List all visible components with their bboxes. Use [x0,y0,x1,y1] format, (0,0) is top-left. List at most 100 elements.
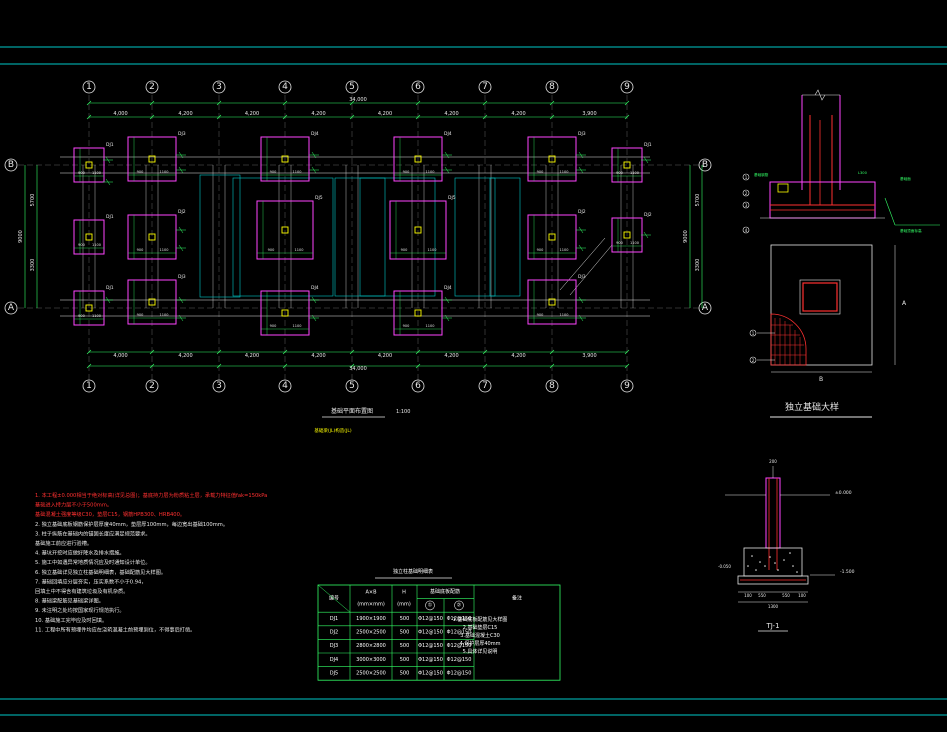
sec-dim-2: 550 [782,593,790,598]
footing-dim: 900 [403,170,410,174]
grid-bubble-5: 5 [345,379,359,393]
table-remark: 1.基础底板配筋见大样图 [453,616,508,623]
footing-tag: DJ2 [578,209,586,215]
table-cell: 2500×2500 [356,670,386,676]
plan-callout-1: 1 [752,331,755,336]
overall-dim-bottom: 34,000 [349,366,367,372]
side-dim-part: 5700 [30,194,36,207]
footing-tag: DJ1 [106,285,114,291]
grid-bubble-3: 3 [212,379,226,393]
note-line: 4. 基坑开挖时应做好降水及排水措施。 [35,549,125,557]
svg-text:1: 1 [86,381,92,391]
svg-text:2: 2 [149,82,155,92]
svg-text:1: 1 [86,82,92,92]
th-code: 编号 [329,595,339,602]
th-size-unit: (mm×mm) [357,602,385,608]
bay-dim-bottom: 4,200 [178,353,192,359]
footing-dim: 900 [537,170,544,174]
footing-tag: DJ3 [578,274,586,280]
bay-dim-top: 4,200 [378,111,392,117]
note-line: 3. 柱子纵筋在基础内的锚固长度应满足规范要求。 [35,529,151,537]
grid-bubble-A: A [4,301,18,315]
svg-text:3: 3 [216,82,222,92]
bay-dim-bottom: 4,000 [113,353,127,359]
table-cell: Φ12@150 [418,657,443,663]
table-cell: DJ2 [330,630,339,636]
footing-dim: 1100 [92,314,101,318]
note-line: 7. 基础回填应分层夯实，压实系数不小于0.94， [35,577,147,585]
th-rebar: 基础底板配筋 [430,588,460,595]
note-line: 9. 未注明之处均按国家现行规范执行。 [35,606,125,614]
note-line: 2. 独立基础底板钢筋保护层厚度40mm，垫层厚100mm，每边宽出基础100m… [35,520,228,528]
plan-scale: 1:100 [396,409,410,415]
footing-tag: DJ4 [311,285,319,291]
grid-bubble-2: 2 [145,80,159,94]
section-tj1: ±0.000 -1.500 -0.050 100 550 550 100 130… [718,459,855,632]
note-line: 10. 基础施工完毕应及时回填。 [35,616,107,624]
footing-dim: 1100 [295,248,304,252]
side-dim-total: 9000 [18,230,24,243]
svg-text:7: 7 [482,381,488,391]
callout-3: 3 [745,203,748,208]
table-title: 独立柱基础明细表 [393,568,433,575]
note-line: 6. 独立基础详见独立柱基础明细表，基础配筋见大样图。 [35,568,166,576]
footing-dim: 900 [268,248,275,252]
table-cell: DJ3 [330,643,339,649]
table-cell: Φ12@150 [418,630,443,636]
grid-bubble-7: 7 [478,379,492,393]
footing-dim: 1100 [293,324,302,328]
footing-dim: 900 [270,324,277,328]
side-dim-part: 3300 [695,259,701,272]
table-cell: Φ12@150 [418,616,443,622]
svg-text:B: B [8,160,14,170]
section-title: TJ-1 [765,622,779,630]
annotation-l300: L300 [858,171,868,175]
note-line: 8. 基础梁配筋见基础梁详图。 [35,597,104,605]
footing-dim: 900 [270,170,277,174]
note-line: 基础混凝土强度等级C30，垫层C15，钢筋HPB300、HRB400。 [35,510,185,518]
table-cell: DJ1 [330,616,339,622]
table-cell: 500 [400,670,410,676]
level-1: -1.500 [840,569,855,575]
bay-dim-bottom: 4,200 [311,353,325,359]
th-h-unit: (mm) [397,602,411,608]
footing-tag: DJ2 [644,212,652,218]
svg-text:8: 8 [549,82,555,92]
footing-dim: 1100 [560,170,569,174]
footing-dim: 900 [616,171,623,175]
bay-dim-top: 3,900 [582,111,596,117]
footing-dim: 900 [137,313,144,317]
note-line: 基础进入持力层不小于500mm。 [35,501,112,509]
grid-bubble-1: 1 [82,379,96,393]
footing-tag: DJ1 [106,142,114,148]
bay-dim-top: 4,200 [444,111,458,117]
plan-title: 基础平面布置图 [331,407,373,415]
svg-text:8: 8 [549,381,555,391]
note-line: 11. 工程中所有预埋件均应在浇筑混凝土前预埋到位，不得事后打凿。 [35,625,195,633]
table-remark: 2.基础垫层C15 [463,624,498,631]
svg-text:A: A [8,303,15,313]
grid-bubble-4: 4 [278,379,292,393]
table-cell: Φ12@150 [447,670,472,676]
table-cell: 3000×3000 [356,657,386,663]
th-rebar-1: ① [428,602,433,608]
callout-4: 4 [745,228,748,233]
footing-tag: DJ4 [311,131,319,137]
footing-dim: 1100 [426,170,435,174]
table-remark: 3.基础混凝土C30 [460,632,500,639]
detail-title: 独立基础大样 [785,401,839,413]
footing-dim: 1100 [160,170,169,174]
table-cell: Φ12@150 [447,657,472,663]
footing-dim: 900 [78,314,85,318]
bay-dim-bottom: 4,200 [245,353,259,359]
side-dim-part: 3300 [30,259,36,272]
bay-dim-top: 4,000 [113,111,127,117]
